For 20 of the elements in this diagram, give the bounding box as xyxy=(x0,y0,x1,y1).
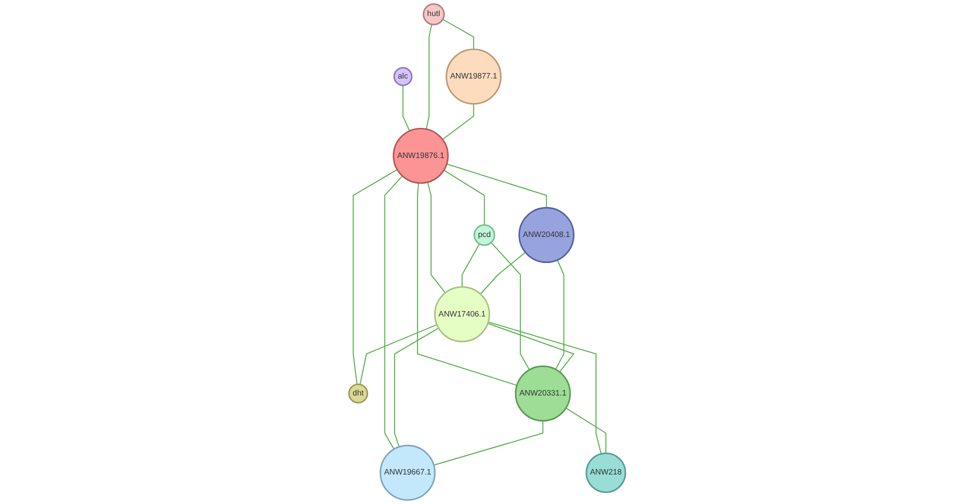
connector xyxy=(446,164,548,208)
connector xyxy=(442,18,474,50)
connector xyxy=(417,182,518,386)
connector xyxy=(480,252,526,295)
connector xyxy=(402,84,410,132)
connector xyxy=(427,182,446,294)
connector xyxy=(490,242,530,370)
connector xyxy=(488,322,602,454)
connector xyxy=(360,324,438,386)
connector xyxy=(434,420,544,466)
connector xyxy=(444,170,486,226)
connector xyxy=(462,243,480,288)
connector xyxy=(566,408,607,454)
connector xyxy=(353,169,398,385)
connector xyxy=(394,328,440,448)
connector xyxy=(426,24,432,130)
connector xyxy=(442,103,474,140)
connector xyxy=(555,260,565,370)
connector xyxy=(384,176,404,450)
connector xyxy=(488,322,575,373)
